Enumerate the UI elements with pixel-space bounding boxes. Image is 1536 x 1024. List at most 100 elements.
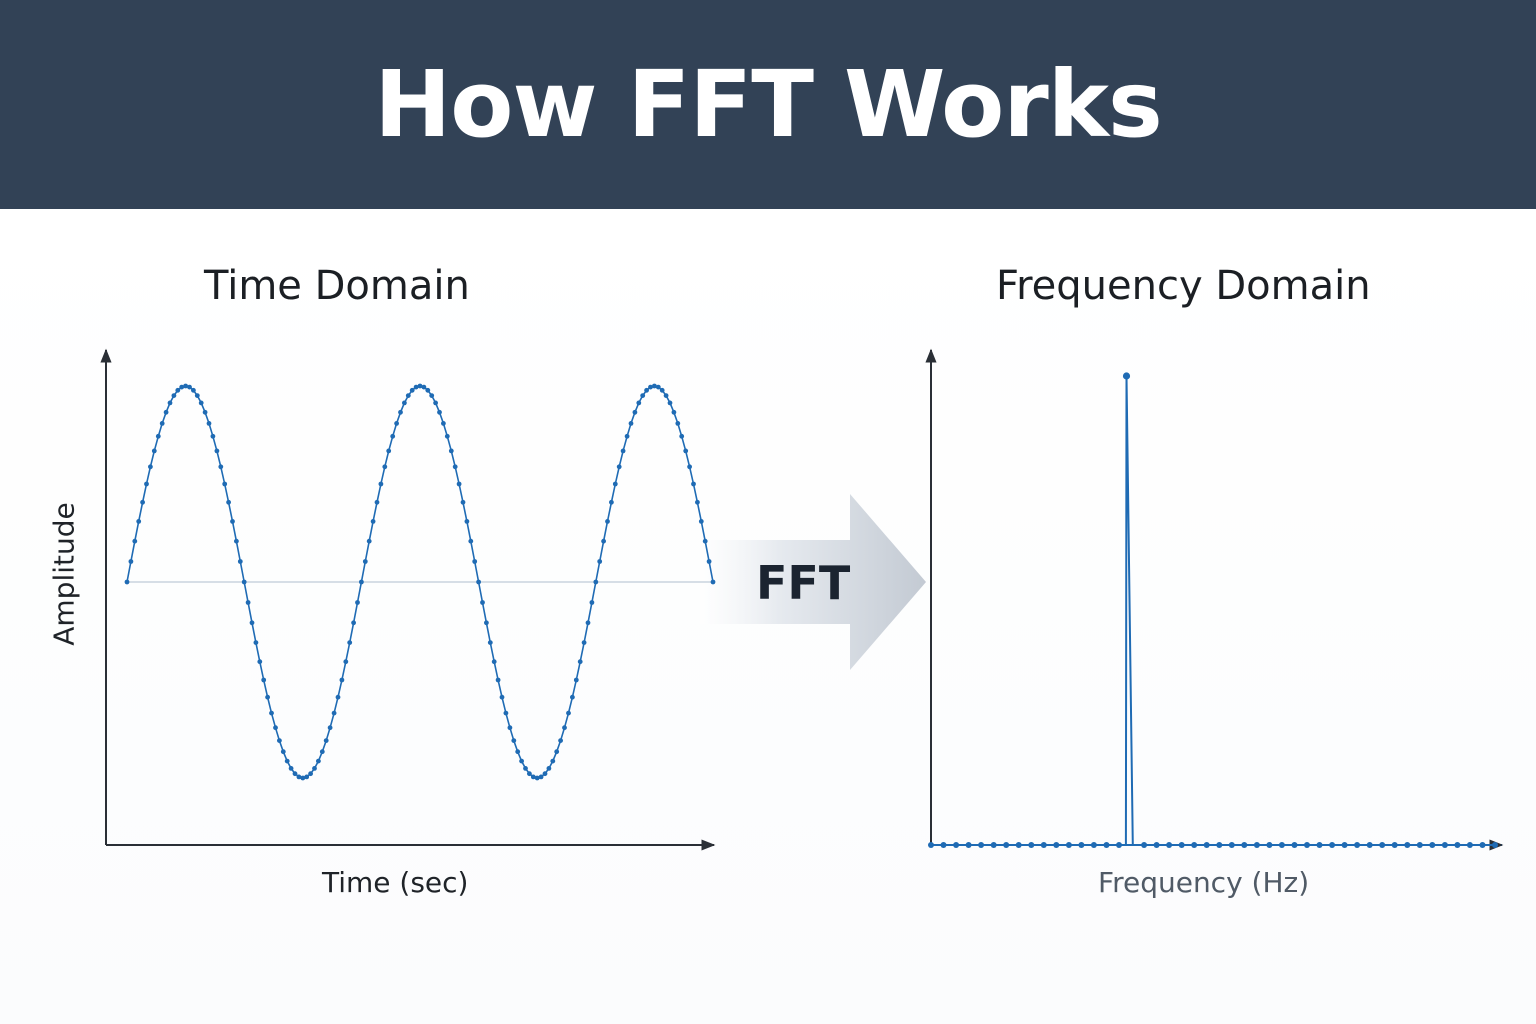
spectrum-bin-point (1053, 842, 1060, 848)
time-sample-point (230, 519, 235, 524)
time-sample-point (163, 409, 169, 415)
spectrum-bin-point (1341, 842, 1348, 848)
time-sample-point (460, 499, 466, 505)
time-sample-point (573, 677, 579, 683)
spectrum-bin-point (1366, 842, 1373, 848)
time-sample-point (577, 659, 583, 665)
time-sample-point (421, 384, 427, 390)
spectrum-bin-point (1266, 842, 1273, 848)
time-sample-point (370, 519, 376, 524)
time-sample-point (355, 600, 360, 605)
spectrum-bin-point (1404, 842, 1411, 848)
time-sample-point (277, 738, 282, 743)
time-sample-point (206, 421, 212, 426)
spectrum-bin-point (965, 842, 972, 848)
time-sample-point (495, 677, 501, 683)
time-sample-point (652, 383, 657, 389)
time-sample-point (390, 433, 396, 439)
time-sample-point (269, 710, 274, 716)
time-sample-point (362, 559, 368, 564)
spectrum-bin-point (1191, 842, 1198, 848)
time-sample-point (624, 433, 630, 439)
time-sample-point (491, 659, 497, 665)
time-sample-point (659, 387, 665, 393)
spectrum-bin-point (1141, 842, 1148, 848)
spectrum-bin-point (1003, 842, 1010, 848)
time-sample-point (234, 538, 239, 544)
time-sample-point (359, 579, 364, 585)
time-signal-series (124, 383, 716, 781)
time-sample-point (335, 694, 341, 700)
time-sample-point (386, 448, 392, 454)
time-sample-point (546, 766, 552, 771)
spectrum-bin-point (1028, 842, 1035, 848)
spectrum-bin-point (928, 842, 934, 848)
time-sample-point (312, 766, 317, 771)
time-sample-point (194, 393, 200, 398)
time-sample-point (179, 384, 185, 390)
time-sample-point (327, 725, 333, 731)
time-sample-point (288, 766, 294, 771)
time-sample-point (319, 749, 325, 755)
time-sample-point (237, 559, 243, 564)
spectrum-bin-point (1492, 842, 1498, 848)
time-sample-point (378, 481, 384, 487)
time-sample-point (648, 384, 653, 390)
spectrum-bin-point (1329, 842, 1336, 848)
time-sample-point (628, 421, 634, 426)
time-sample-point (710, 579, 716, 585)
time-sample-point (601, 538, 606, 544)
spectrum-bin-point (978, 842, 985, 848)
time-sample-point (542, 771, 548, 777)
time-sample-point (398, 409, 403, 415)
time-sample-point (515, 749, 521, 755)
time-sample-point (620, 448, 626, 454)
time-sample-point (605, 519, 610, 524)
spectrum-bin-point (1090, 842, 1097, 848)
title-banner: How FFT Works (0, 0, 1536, 209)
time-sample-point (448, 448, 454, 454)
spectrum-bin-point (1291, 842, 1298, 848)
time-sample-point (437, 409, 442, 415)
time-sample-point (480, 600, 485, 605)
time-sample-point (136, 519, 142, 524)
time-sample-point (308, 771, 313, 777)
spectrum-line (931, 375, 1495, 846)
time-sample-point (636, 400, 642, 406)
spectrum-bin-point (940, 842, 947, 848)
time-sample-point (429, 393, 435, 398)
time-sample-point (175, 387, 181, 393)
spectrum-bin-point (1065, 842, 1072, 848)
time-sample-point (644, 387, 649, 393)
time-sample-point (566, 710, 571, 716)
time-sample-point (351, 620, 356, 626)
spectrum-bin-point (1178, 842, 1185, 848)
time-sample-point (562, 725, 567, 731)
time-sample-point (667, 400, 673, 406)
spectrum-bin-point (1454, 842, 1461, 848)
spectrum-bin-point (1354, 842, 1361, 848)
time-sample-point (609, 499, 614, 505)
spectrum-bin-point (1015, 842, 1022, 848)
time-sample-point (253, 640, 259, 645)
time-sample-point (402, 400, 407, 406)
time-sample-point (499, 694, 505, 700)
time-sample-point (597, 559, 603, 564)
time-sample-point (441, 421, 446, 426)
time-sample-point (663, 393, 669, 398)
page-title: How FFT Works (374, 51, 1162, 158)
time-y-axis-label: Amplitude (47, 502, 81, 646)
time-sample-point (226, 499, 232, 505)
time-sample-point (144, 481, 149, 487)
time-sample-point (245, 600, 251, 605)
time-sample-point (476, 579, 481, 585)
time-sample-point (202, 409, 208, 415)
time-sample-point (581, 640, 587, 645)
time-sample-point (198, 400, 204, 406)
time-sample-point (702, 538, 708, 544)
time-sample-point (417, 383, 423, 389)
time-sample-point (503, 710, 509, 716)
time-sample-point (456, 481, 462, 487)
time-sample-point (464, 519, 470, 524)
